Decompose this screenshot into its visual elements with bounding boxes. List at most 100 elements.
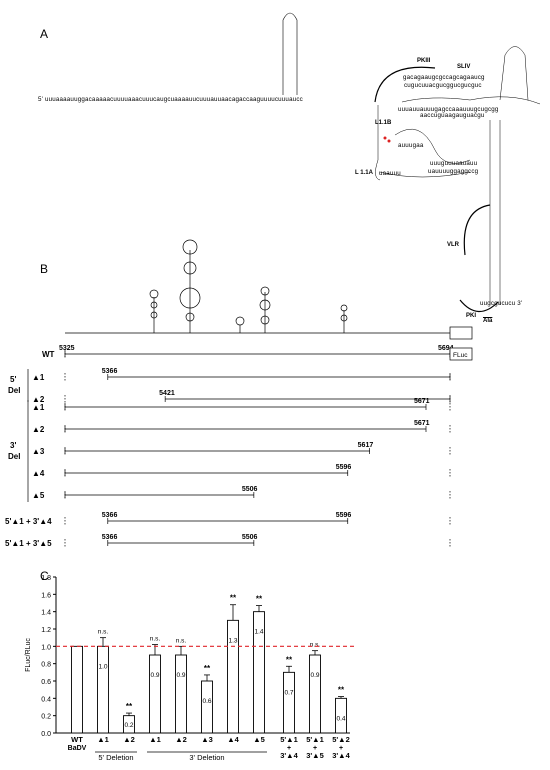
group-label: 3' Deletion [189,753,224,762]
l1-loop [394,128,471,164]
group-label: 5' Deletion [98,753,133,762]
group-label-5del-2: Del [8,386,20,395]
bar [253,611,265,734]
schematic-stem-loops [149,239,348,333]
construct-label: ▲1 [32,403,45,412]
label-ala: Ala [483,318,493,324]
x-tick-label: 5'▲1 [280,735,298,744]
panel-label-a: A [40,27,49,41]
construct-label: 5'▲1 + 3'▲5 [5,539,52,548]
value-label: 0.6 [202,698,211,705]
x-tick-label: ▲3 [201,735,213,744]
y-tick-label: 0.0 [41,731,51,738]
x-tick-label: 5'▲2 [332,735,350,744]
bar [309,654,321,734]
panel-label-b: B [40,262,49,276]
value-label: 0.7 [284,689,293,696]
construct-end-pos: 5694 [438,345,454,352]
bar [71,645,83,734]
rna-structure-drawing [282,12,541,313]
x-tick-label-3: 3'▲4 [332,751,350,760]
x-tick-label: ▲2 [175,735,187,744]
x-tick-label-2: + [339,745,343,752]
significance-label: ** [286,655,293,664]
y-tick-label: 1.2 [41,627,51,634]
significance-label: n.s. [98,629,109,636]
value-label: 0.2 [124,722,133,729]
y-tick-label: 1.6 [41,592,51,599]
long-stem [489,120,501,305]
y-tick-label: 0.8 [41,662,51,669]
y-tick-label: 0.2 [41,714,51,721]
construct-label: ▲2 [32,425,45,434]
seq-frag-3: uuuauuauuugagccaaauuugcugcgg [398,106,499,113]
x-tick-label: ▲4 [227,735,239,744]
fluc-box [449,347,473,361]
x-tick-label-2: + [313,745,317,752]
y-axis-label: FLuc/RLuc [25,638,32,672]
upstream-stem-loop [282,12,298,95]
construct-end-pos: 5596 [336,464,352,471]
construct-label: ▲1 [32,373,45,382]
y-tick-label: 1.0 [41,644,51,651]
group-label-3del: 3' [10,441,16,450]
y-tick-label: 0.4 [41,696,51,703]
pk-helix [401,96,541,105]
significance-label: ** [204,664,211,673]
value-label: 0.9 [310,672,319,679]
y-tick-label: 1.8 [41,575,51,582]
sliv-stem-loop [499,46,529,101]
label-vlr: VLR [447,242,459,248]
pkiii-arc [374,66,436,103]
vlr-arc [463,204,491,256]
x-tick-label: WT [71,735,83,744]
seq-frag-4: aaccuguaagauguacgu [420,112,485,119]
value-label: 1.0 [98,663,107,670]
value-label: 0.9 [150,672,159,679]
label-l11a: L 1.1A [355,170,373,176]
x-tick-label: ▲1 [149,735,161,744]
significance-label: ** [230,594,237,603]
x-tick-label: ▲2 [123,735,135,744]
bar [201,680,213,734]
significance-label: n.s. [310,642,321,649]
l1a-loop [379,171,471,178]
x-tick-label-2: BaDV [68,745,87,752]
construct-start-pos: 5366 [102,512,118,519]
construct-label: ▲4 [32,469,45,478]
seq-frag-7: uaauuu [379,170,401,177]
seq-frag-6: uauuuuggaggccg [428,168,479,175]
label-l11b: L1.1B [375,120,392,126]
value-label: 0.4 [336,715,345,722]
x-tick-label-2: + [287,745,291,752]
label-pkiii: PKIII [417,58,431,64]
bar [123,715,135,734]
x-tick-label-3: 3'▲4 [280,751,298,760]
construct-start-pos: 5325 [59,345,75,352]
label-sliv: SLIV [457,64,471,70]
significance-label: n.s. [150,636,161,643]
construct-label: ▲5 [32,491,45,500]
group-label-3del-2: Del [8,452,20,461]
construct-label: ▲3 [32,447,45,456]
construct-start-pos: 5366 [102,368,118,375]
bar [97,645,109,734]
seq-frag-8: auuugaa [398,142,424,149]
seq-frag-14: uugcgucucu 3' [480,300,523,307]
x-tick-label: 5'▲1 [306,735,324,744]
significance-label: ** [256,595,263,604]
significance-label: n.s. [176,637,187,644]
value-label: 0.9 [176,672,185,679]
x-tick-label: ▲1 [97,735,109,744]
construct-start-pos: 5366 [102,534,118,541]
highlight-nt-2 [387,139,391,143]
y-tick-label: 1.4 [41,610,51,617]
value-label: 1.3 [228,637,237,644]
construct-label: ▲2 [32,395,45,404]
construct-label: 5'▲1 + 3'▲4 [5,517,52,526]
group-label-5del: 5' [10,375,16,384]
construct-end-pos: 5617 [358,442,374,449]
y-tick-label: 0.6 [41,679,51,686]
significance-label: ** [126,702,133,711]
